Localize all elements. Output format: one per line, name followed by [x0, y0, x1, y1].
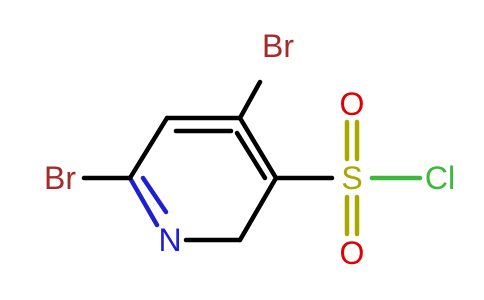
bond-c6-c5 — [127, 115, 170, 181]
atom-s: S — [341, 160, 362, 196]
atom-n: N — [158, 222, 181, 258]
atom-br-top: Br — [262, 28, 294, 64]
bond-c4-c3-inner — [234, 130, 268, 181]
bond-c4-br — [237, 79, 263, 121]
atom-br-left: Br — [44, 160, 76, 196]
atom-cl: Cl — [425, 160, 455, 196]
atom-o-bottom: O — [340, 235, 365, 271]
bond-c4-c3 — [237, 115, 279, 181]
bond-n-c6 — [127, 175, 160, 228]
bond-c3-c2 — [237, 175, 279, 243]
atom-o-top: O — [340, 86, 365, 122]
bond-n-c6-inner — [140, 175, 169, 215]
pyridine-ring — [127, 115, 279, 243]
